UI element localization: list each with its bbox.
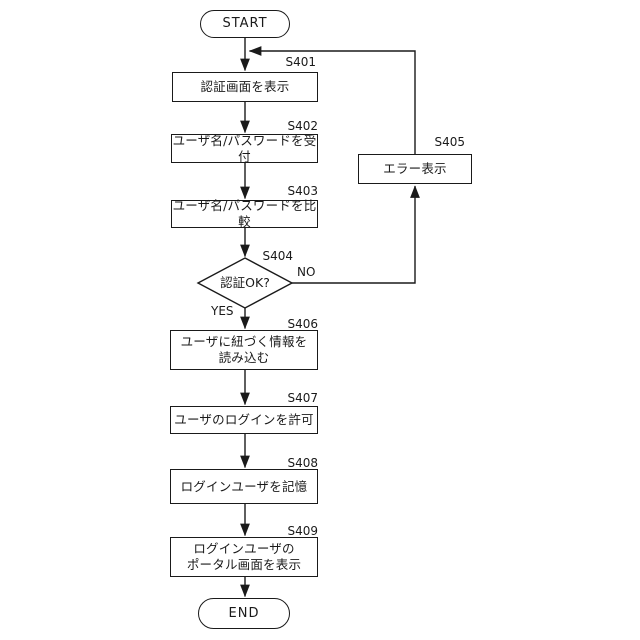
step-label-s404: S404 <box>262 249 293 263</box>
yes-branch-label: YES <box>211 304 234 318</box>
step-box-s409: ログインユーザの ポータル画面を表示 <box>170 537 318 577</box>
step-box-s406: ユーザに紐づく情報を 読み込む <box>170 330 318 370</box>
step-box-s403: ユーザ名/パスワードを比較 <box>171 198 318 229</box>
step-label-s408: S408 <box>287 456 318 470</box>
step-box-s407: ユーザのログインを許可 <box>170 406 318 434</box>
step-label-s401: S401 <box>285 55 316 69</box>
decision-diamond-s404 <box>196 257 294 309</box>
decision-text-s404: 認証OK? <box>220 275 270 290</box>
step-box-s401: 認証画面を表示 <box>172 72 318 102</box>
start-terminal: START <box>200 10 290 38</box>
edge-s404-no-to-s405 <box>292 185 420 284</box>
step-label-s405: S405 <box>434 135 465 149</box>
end-terminal: END <box>198 598 290 629</box>
step-label-s402: S402 <box>287 119 318 133</box>
edge-s405-to-merge <box>248 46 416 154</box>
no-branch-label: NO <box>297 265 316 279</box>
step-box-s402: ユーザ名/パスワードを受付 <box>171 132 318 164</box>
step-box-s408: ログインユーザを記憶 <box>170 469 318 504</box>
step-label-s409: S409 <box>287 524 318 538</box>
step-label-s407: S407 <box>287 391 318 405</box>
step-label-s406: S406 <box>287 317 318 331</box>
step-label-s403: S403 <box>287 184 318 198</box>
step-box-s405: エラー表示 <box>358 154 472 184</box>
